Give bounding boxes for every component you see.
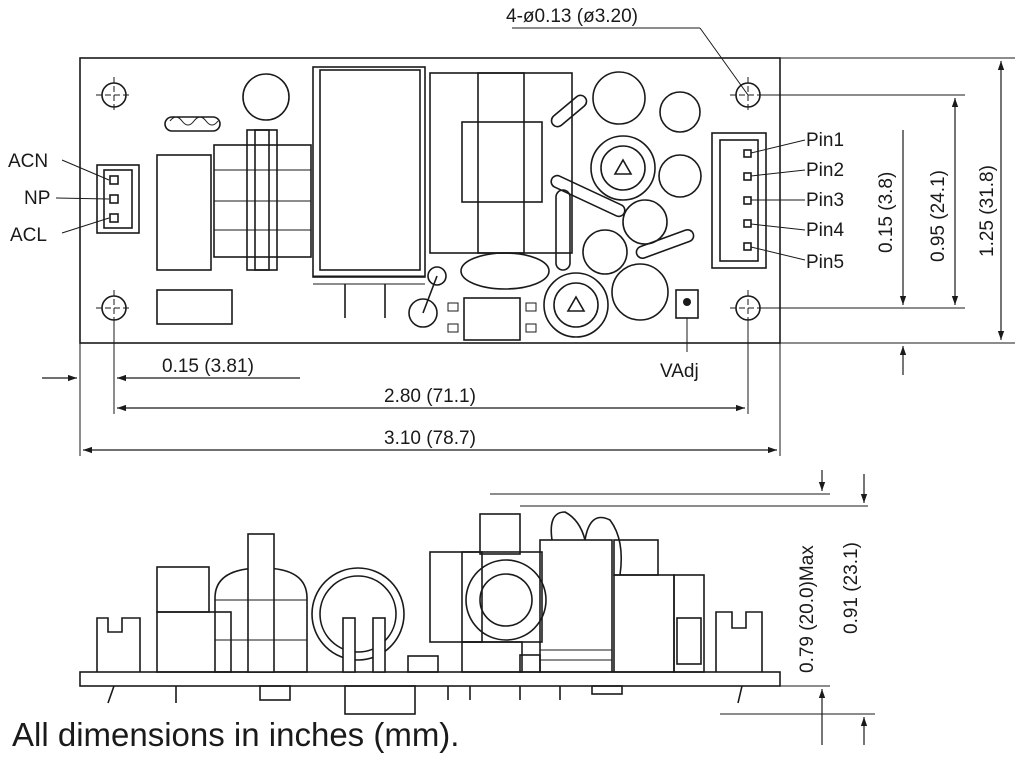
pin3-label: Pin3 bbox=[806, 190, 844, 211]
mounting-hole-top-left bbox=[96, 77, 132, 113]
dim-board-length: 3.10 (78.7) bbox=[384, 428, 476, 449]
dim-board-width: 1.25 (31.8) bbox=[977, 165, 998, 257]
pin4-label: Pin4 bbox=[806, 220, 844, 241]
top-view: 4-ø0.13 (ø3.20) ACN NP ACL Pin1 Pin2 Pin… bbox=[8, 6, 1015, 456]
input-connector bbox=[55, 159, 140, 234]
side-view: 0.79 (20.0)Max 0.91 (23.1) bbox=[79, 470, 875, 745]
dim-total-height: 0.91 (23.1) bbox=[841, 542, 862, 634]
horizontal-dimensions bbox=[42, 320, 781, 456]
dim-component-height: 0.79 (20.0)Max bbox=[797, 545, 818, 673]
dim-hole-offset-x: 0.15 (3.81) bbox=[162, 356, 254, 377]
vadj-label: VAdj bbox=[660, 361, 699, 382]
input-label-acl: ACL bbox=[10, 225, 47, 246]
vertical-dimensions bbox=[760, 57, 1015, 375]
component-layout-top bbox=[156, 66, 702, 352]
output-connector bbox=[711, 132, 806, 269]
dim-hole-offset-y: 0.15 (3.8) bbox=[876, 172, 897, 253]
dim-hole-pitch-x: 2.80 (71.1) bbox=[384, 386, 476, 407]
hole-callout-label: 4-ø0.13 (ø3.20) bbox=[506, 6, 638, 27]
pin1-label: Pin1 bbox=[806, 130, 844, 151]
input-label-np: NP bbox=[24, 188, 50, 209]
pcb-outline-side bbox=[79, 671, 781, 687]
dim-hole-pitch-y: 0.95 (24.1) bbox=[928, 170, 949, 262]
dimensions-footnote: All dimensions in inches (mm). bbox=[12, 716, 460, 753]
input-label-acn: ACN bbox=[8, 151, 48, 172]
pin2-label: Pin2 bbox=[806, 160, 844, 181]
pin5-label: Pin5 bbox=[806, 252, 844, 273]
